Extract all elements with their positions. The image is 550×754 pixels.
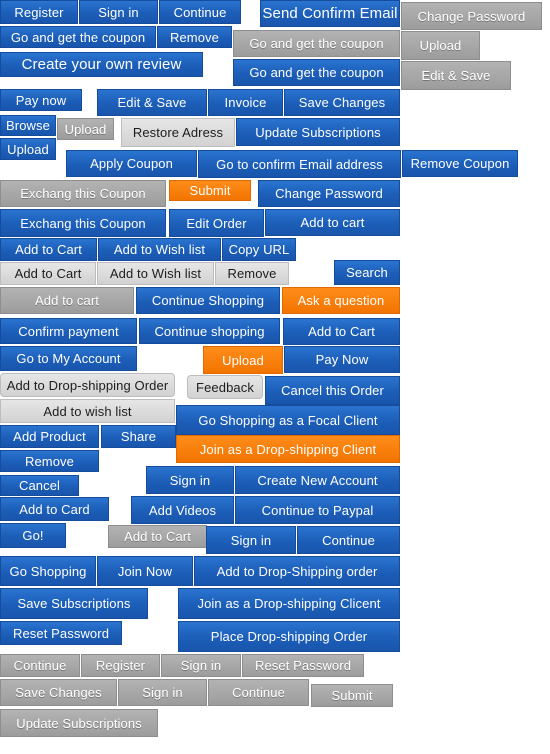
- join-as-a-drop-shipping-client-button[interactable]: Join as a Drop-shipping Client: [176, 435, 400, 463]
- pay-now-button-2[interactable]: Pay Now: [284, 346, 400, 373]
- reset-password-button[interactable]: Reset Password: [0, 621, 122, 645]
- add-to-drop-shipping-order-button[interactable]: Add to Drop-shipping Order: [0, 373, 175, 397]
- sign-in-button[interactable]: Sign in: [79, 0, 158, 24]
- continue-to-paypal-button[interactable]: Continue to Paypal: [235, 496, 400, 524]
- continue-shopping-button-2[interactable]: Continue shopping: [139, 318, 280, 344]
- change-password-button[interactable]: Change Password: [401, 2, 542, 30]
- continue-button-grey[interactable]: Continue: [0, 654, 80, 677]
- go-shopping-button[interactable]: Go Shopping: [0, 556, 96, 586]
- upload-button-blue[interactable]: Upload: [0, 138, 56, 160]
- upload-button-orange[interactable]: Upload: [203, 346, 283, 374]
- reset-password-button-grey[interactable]: Reset Password: [242, 654, 364, 677]
- sign-in-button-3[interactable]: Sign in: [206, 526, 296, 554]
- add-to-cart-button-2[interactable]: Add to Cart: [0, 238, 97, 261]
- share-button[interactable]: Share: [101, 425, 176, 448]
- add-to-wish-list-button[interactable]: Add to Wish list: [98, 238, 221, 261]
- add-to-cart-button-lightgrey[interactable]: Add to Cart: [0, 262, 96, 285]
- register-button-grey[interactable]: Register: [81, 654, 160, 677]
- cancel-button[interactable]: Cancel: [0, 475, 79, 496]
- copy-url-button[interactable]: Copy URL: [222, 238, 296, 261]
- continue-button[interactable]: Continue: [159, 0, 241, 24]
- confirm-payment-button[interactable]: Confirm payment: [0, 318, 137, 344]
- save-subscriptions-button[interactable]: Save Subscriptions: [0, 588, 148, 619]
- join-as-a-drop-shipping-clicent-button[interactable]: Join as a Drop-shipping Clicent: [178, 588, 400, 619]
- edit-and-save-button-2[interactable]: Edit & Save: [97, 89, 207, 116]
- submit-button-orange[interactable]: Submit: [169, 180, 251, 201]
- upload-button[interactable]: Upload: [401, 31, 480, 60]
- apply-coupon-button[interactable]: Apply Coupon: [66, 150, 197, 177]
- exchang-this-coupon-button-grey[interactable]: Exchang this Coupon: [0, 180, 166, 207]
- sign-in-button-grey[interactable]: Sign in: [161, 654, 241, 677]
- remove-button-2[interactable]: Remove: [0, 450, 99, 472]
- send-confirm-email-button[interactable]: Send Confirm Email: [260, 0, 400, 27]
- add-to-wish-list-button-lightgrey[interactable]: Add to Wish list: [97, 262, 214, 285]
- continue-button-2[interactable]: Continue: [297, 526, 400, 554]
- add-to-cart-button[interactable]: Add to cart: [265, 209, 400, 236]
- submit-button-grey[interactable]: Submit: [311, 684, 393, 707]
- join-now-button[interactable]: Join Now: [97, 556, 193, 586]
- add-to-cart-button-grey[interactable]: Add to cart: [0, 287, 134, 314]
- register-button[interactable]: Register: [0, 0, 78, 24]
- continue-shopping-button[interactable]: Continue Shopping: [136, 287, 280, 314]
- pay-now-button[interactable]: Pay now: [0, 89, 82, 111]
- add-to-cart-button-grey-2[interactable]: Add to Cart: [108, 525, 207, 548]
- go-and-get-the-coupon-button[interactable]: Go and get the coupon: [0, 26, 156, 48]
- remove-coupon-button[interactable]: Remove Coupon: [402, 150, 518, 177]
- change-password-button-blue[interactable]: Change Password: [258, 180, 400, 207]
- remove-button[interactable]: Remove: [157, 26, 232, 48]
- add-to-drop-shipping-order-button-2[interactable]: Add to Drop-Shipping order: [194, 556, 400, 586]
- browse-button[interactable]: Browse: [0, 115, 56, 136]
- edit-and-save-button[interactable]: Edit & Save: [401, 61, 511, 90]
- feedback-button[interactable]: Feedback: [187, 375, 263, 399]
- save-changes-button-grey[interactable]: Save Changes: [0, 679, 117, 706]
- upload-button-grey[interactable]: Upload: [57, 118, 114, 140]
- update-subscriptions-button[interactable]: Update Subscriptions: [236, 118, 400, 146]
- add-to-cart-button-3[interactable]: Add to Cart: [283, 318, 400, 345]
- go-shopping-as-a-focal-client-button[interactable]: Go Shopping as a Focal Client: [176, 405, 400, 435]
- add-videos-button[interactable]: Add Videos: [131, 496, 234, 524]
- go-and-get-the-coupon-button-grey[interactable]: Go and get the coupon: [233, 30, 400, 57]
- update-subscriptions-button-grey[interactable]: Update Subscriptions: [0, 709, 158, 737]
- invoice-button[interactable]: Invoice: [208, 89, 283, 116]
- cancel-this-order-button[interactable]: Cancel this Order: [265, 376, 400, 405]
- add-to-wish-list-button-3[interactable]: Add to wish list: [0, 399, 175, 423]
- go-and-get-the-coupon-button-2[interactable]: Go and get the coupon: [233, 59, 400, 86]
- go-to-confirm-email-address-button[interactable]: Go to confirm Email address: [198, 150, 401, 178]
- edit-order-button[interactable]: Edit Order: [169, 209, 264, 237]
- place-drop-shipping-order-button[interactable]: Place Drop-shipping Order: [178, 621, 400, 652]
- go-button[interactable]: Go!: [0, 523, 66, 548]
- create-new-account-button[interactable]: Create New Account: [235, 466, 400, 494]
- sign-in-button-grey-2[interactable]: Sign in: [118, 679, 207, 706]
- go-to-my-account-button[interactable]: Go to My Account: [0, 346, 137, 371]
- continue-button-grey-2[interactable]: Continue: [208, 679, 309, 706]
- add-to-card-button[interactable]: Add to Card: [0, 497, 109, 521]
- add-product-button[interactable]: Add Product: [0, 425, 99, 448]
- create-your-own-review-button[interactable]: Create your own review: [0, 52, 203, 77]
- remove-button-lightgrey[interactable]: Remove: [215, 262, 289, 285]
- save-changes-button[interactable]: Save Changes: [284, 89, 400, 116]
- ask-a-question-button[interactable]: Ask a question: [282, 287, 400, 314]
- sign-in-button-2[interactable]: Sign in: [146, 466, 234, 494]
- exchang-this-coupon-button[interactable]: Exchang this Coupon: [0, 209, 166, 237]
- restore-adress-button[interactable]: Restore Adress: [121, 118, 235, 147]
- search-button[interactable]: Search: [334, 260, 400, 285]
